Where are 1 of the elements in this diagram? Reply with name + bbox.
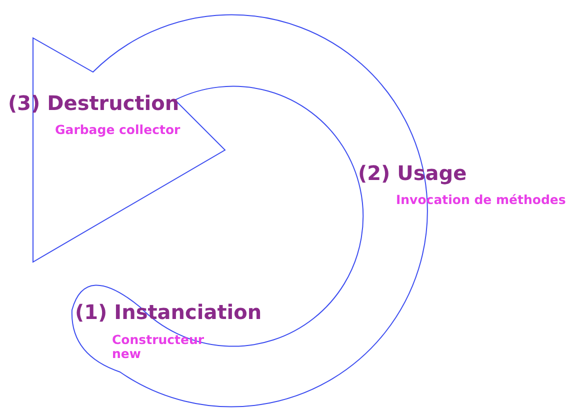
stage-subtitle: Garbage collector [55,123,180,137]
